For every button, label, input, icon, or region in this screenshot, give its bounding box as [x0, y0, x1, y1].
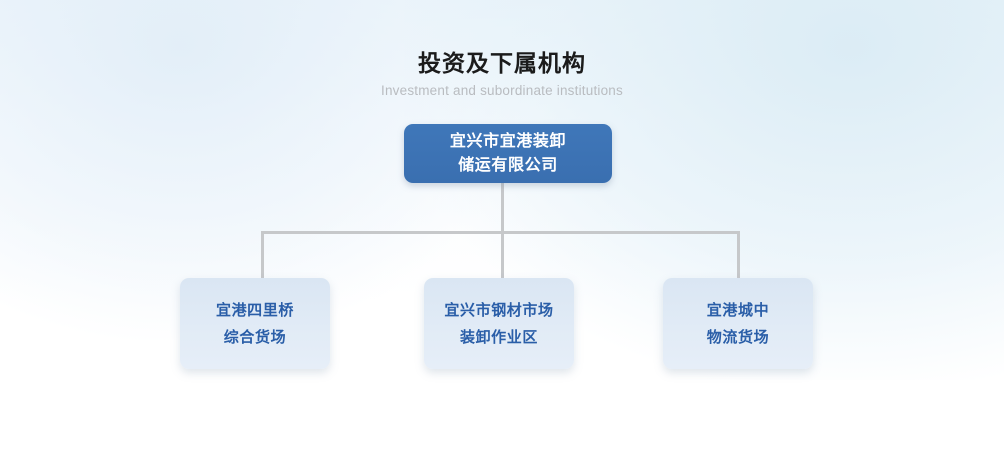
org-node-child-2-line-2: 装卸作业区: [459, 328, 538, 346]
org-node-child-1-line-1: 宜港四里桥: [215, 301, 294, 319]
connector-drop-child-2: [501, 231, 504, 279]
heading-block: 投资及下属机构 Investment and subordinate insti…: [0, 48, 1004, 101]
org-node-child-3[interactable]: 宜港城中 物流货场: [663, 278, 813, 369]
org-node-child-2-line-1: 宜兴市钢材市场: [444, 301, 554, 319]
connector-root-stem: [501, 183, 504, 232]
connector-drop-child-3: [737, 231, 740, 279]
connector-horizontal-bar: [261, 231, 740, 234]
org-node-root-line-2: 储运有限公司: [458, 156, 558, 174]
page-title: 投资及下属机构: [418, 50, 586, 76]
page-subtitle: Investment and subordinate institutions: [381, 83, 623, 98]
org-node-child-1[interactable]: 宜港四里桥 综合货场: [180, 278, 330, 369]
org-node-child-3-line-2: 物流货场: [706, 328, 770, 346]
org-node-root-line-1: 宜兴市宜港装卸: [449, 132, 567, 150]
org-node-child-1-line-2: 综合货场: [223, 328, 287, 346]
org-node-root[interactable]: 宜兴市宜港装卸 储运有限公司: [404, 124, 612, 183]
org-node-child-3-line-1: 宜港城中: [706, 301, 770, 319]
org-node-child-2[interactable]: 宜兴市钢材市场 装卸作业区: [424, 278, 574, 369]
connector-drop-child-1: [261, 231, 264, 279]
